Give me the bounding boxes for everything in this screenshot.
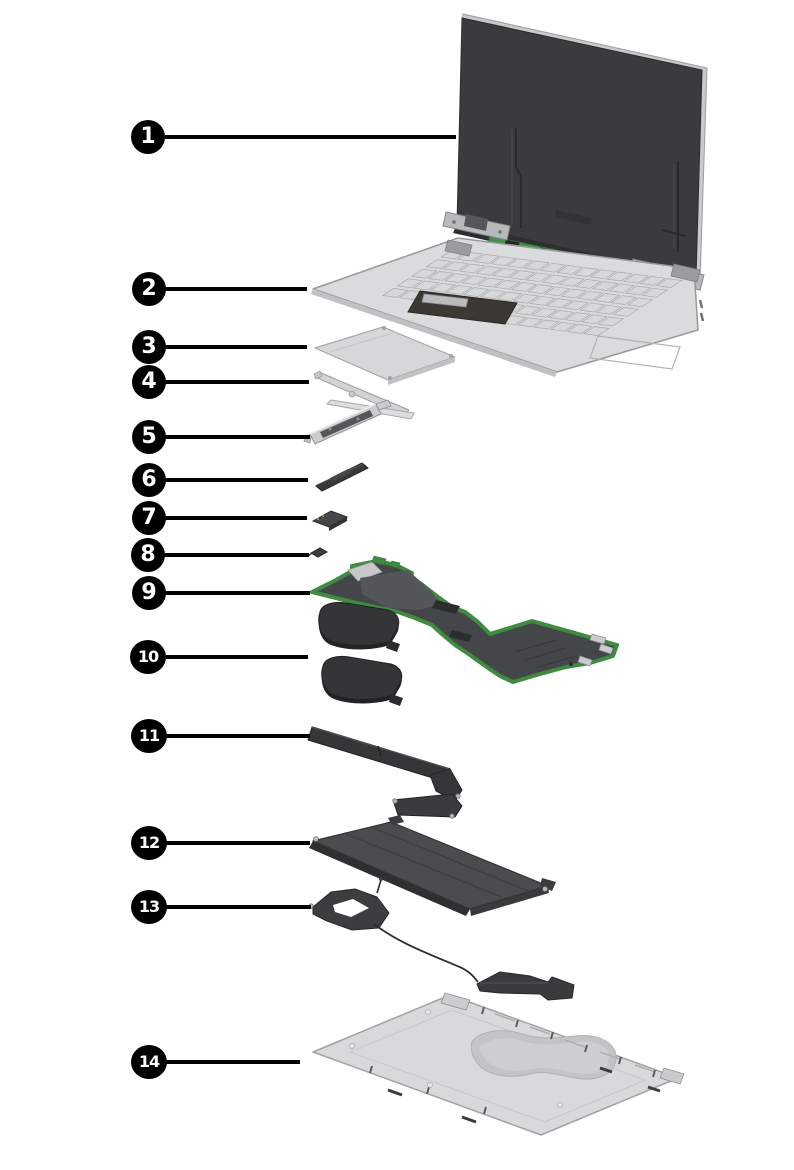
callout-7: 7 xyxy=(132,501,166,535)
bottom-cover-illustration xyxy=(312,992,685,1136)
callout-14: 14 xyxy=(131,1045,167,1079)
callout-3: 3 xyxy=(132,330,166,364)
touchpad-illustration xyxy=(314,326,456,385)
callout-13: 13 xyxy=(131,890,167,924)
display-hinge-left xyxy=(442,211,511,241)
ssd-shield-bracket-illustration xyxy=(303,399,392,445)
callout-7-number: 7 xyxy=(141,505,157,530)
callout-2-number: 2 xyxy=(141,276,157,301)
leader-line-10 xyxy=(166,655,308,659)
leader-line-4 xyxy=(165,380,309,384)
leader-line-12 xyxy=(165,841,310,845)
callout-8-number: 8 xyxy=(140,542,156,567)
callout-5: 5 xyxy=(132,420,166,454)
callout-9-number: 9 xyxy=(141,580,157,605)
leader-line-1 xyxy=(165,135,456,139)
fans-illustration xyxy=(318,601,403,706)
callout-6: 6 xyxy=(132,463,166,497)
leader-line-2 xyxy=(165,287,307,291)
leader-line-14 xyxy=(165,1060,300,1064)
callout-10-number: 10 xyxy=(137,647,159,666)
system-board-illustration xyxy=(310,555,619,684)
callout-4-number: 4 xyxy=(141,369,157,394)
callout-13-number: 13 xyxy=(138,897,160,916)
leader-line-11 xyxy=(165,734,310,738)
callout-12: 12 xyxy=(131,826,167,860)
leader-line-6 xyxy=(165,478,308,482)
solid-state-drive-illustration xyxy=(315,462,369,492)
callout-1-number: 1 xyxy=(140,124,156,149)
callout-11: 11 xyxy=(131,719,167,753)
leader-line-9 xyxy=(165,591,310,595)
callout-8: 8 xyxy=(131,538,165,572)
callout-4: 4 xyxy=(132,365,166,399)
leader-line-8 xyxy=(164,553,309,557)
callout-2: 2 xyxy=(132,272,166,306)
leader-line-13 xyxy=(165,905,311,909)
callout-6-number: 6 xyxy=(141,467,157,492)
battery-illustration xyxy=(309,815,556,916)
callout-14-number: 14 xyxy=(138,1052,160,1071)
keyboard-top-cover-illustration xyxy=(311,237,705,377)
callout-5-number: 5 xyxy=(141,424,157,449)
callout-12-number: 12 xyxy=(138,833,160,852)
callout-3-number: 3 xyxy=(141,334,157,359)
speaker-cable xyxy=(373,923,479,983)
callout-11-number: 11 xyxy=(138,726,160,745)
callout-10: 10 xyxy=(130,640,166,674)
speakers-illustration xyxy=(308,877,575,1001)
sensor-board-illustration xyxy=(307,547,329,558)
callout-1: 1 xyxy=(131,120,165,154)
wlan-module-illustration xyxy=(311,510,349,531)
leader-line-3 xyxy=(165,345,307,349)
leader-line-7 xyxy=(165,516,307,520)
leader-line-5 xyxy=(165,435,310,439)
heat-sink-illustration xyxy=(307,726,463,819)
callout-9: 9 xyxy=(132,576,166,610)
